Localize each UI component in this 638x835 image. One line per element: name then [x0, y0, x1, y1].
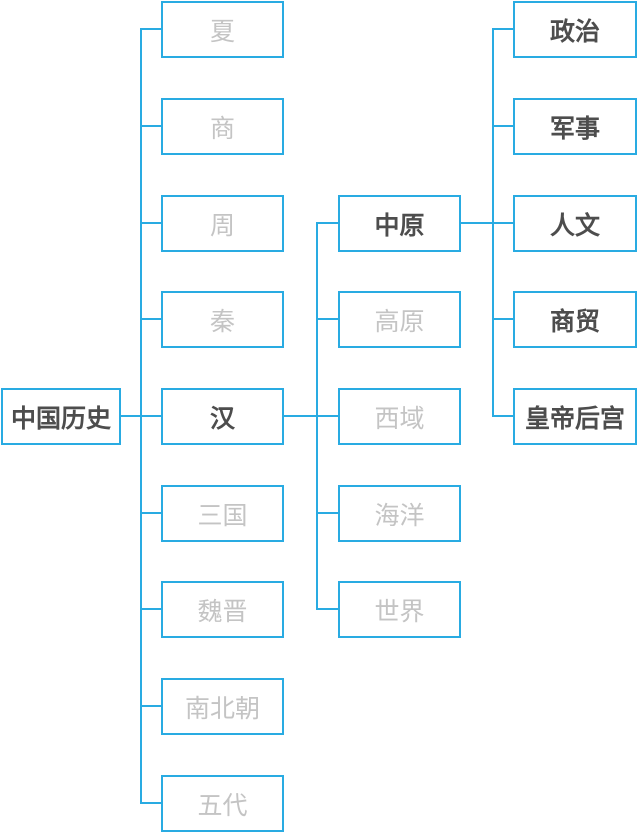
node-label: 商 — [209, 114, 235, 143]
node-renwen[interactable]: 人文 — [513, 195, 637, 252]
node-label: 西域 — [374, 404, 425, 433]
node-label: 海洋 — [374, 501, 425, 530]
connector-line — [140, 802, 161, 804]
connector-line — [492, 318, 513, 320]
connector-line — [121, 415, 161, 417]
node-nanbeichao[interactable]: 南北朝 — [161, 678, 284, 735]
node-label: 皇帝后宫 — [524, 404, 625, 433]
connector-line — [316, 512, 338, 514]
node-qin[interactable]: 秦 — [161, 291, 284, 348]
connector-line — [140, 608, 161, 610]
node-weijin[interactable]: 魏晋 — [161, 581, 284, 638]
connector-line — [492, 415, 513, 417]
node-label: 中国历史 — [10, 404, 111, 433]
node-zhou[interactable]: 周 — [161, 195, 284, 252]
node-label: 五代 — [197, 791, 248, 820]
connector-line — [316, 318, 338, 320]
node-gaoyuan[interactable]: 高原 — [338, 291, 461, 348]
node-zhongyuan[interactable]: 中原 — [338, 195, 461, 252]
connector-line — [140, 28, 161, 30]
connector-line — [316, 608, 338, 610]
node-xiyu[interactable]: 西域 — [338, 388, 461, 445]
node-label: 政治 — [549, 17, 600, 46]
node-shangmao[interactable]: 商贸 — [513, 291, 637, 348]
node-label: 南北朝 — [184, 694, 260, 723]
connector-line — [492, 28, 513, 30]
node-label: 汉 — [209, 404, 235, 433]
node-zhongguo-lishi[interactable]: 中国历史 — [1, 388, 121, 445]
node-label: 中原 — [374, 211, 425, 240]
connector-line — [140, 512, 161, 514]
node-label: 夏 — [209, 17, 235, 46]
node-label: 军事 — [549, 114, 600, 143]
node-label: 商贸 — [549, 307, 600, 336]
node-label: 高原 — [374, 307, 425, 336]
node-sanguo[interactable]: 三国 — [161, 485, 284, 542]
node-han[interactable]: 汉 — [161, 388, 284, 445]
node-junshi[interactable]: 军事 — [513, 98, 637, 155]
node-label: 周 — [209, 211, 235, 240]
node-haiyang[interactable]: 海洋 — [338, 485, 461, 542]
node-label: 秦 — [209, 307, 235, 336]
node-shang[interactable]: 商 — [161, 98, 284, 155]
node-xia[interactable]: 夏 — [161, 1, 284, 58]
connector-line — [492, 125, 513, 127]
node-label: 魏晋 — [197, 597, 248, 626]
connector-line — [461, 222, 513, 224]
node-huangdi-hougong[interactable]: 皇帝后宫 — [513, 388, 637, 445]
node-shijie[interactable]: 世界 — [338, 581, 461, 638]
connector-line — [140, 318, 161, 320]
connector-line — [140, 705, 161, 707]
node-label: 人文 — [549, 211, 600, 240]
node-label: 世界 — [374, 597, 425, 626]
connector-line — [316, 222, 338, 224]
connector-line — [140, 125, 161, 127]
node-zhengzhi[interactable]: 政治 — [513, 1, 637, 58]
node-wudai[interactable]: 五代 — [161, 775, 284, 832]
connector-line — [140, 222, 161, 224]
connector-line — [284, 415, 338, 417]
node-label: 三国 — [197, 501, 248, 530]
